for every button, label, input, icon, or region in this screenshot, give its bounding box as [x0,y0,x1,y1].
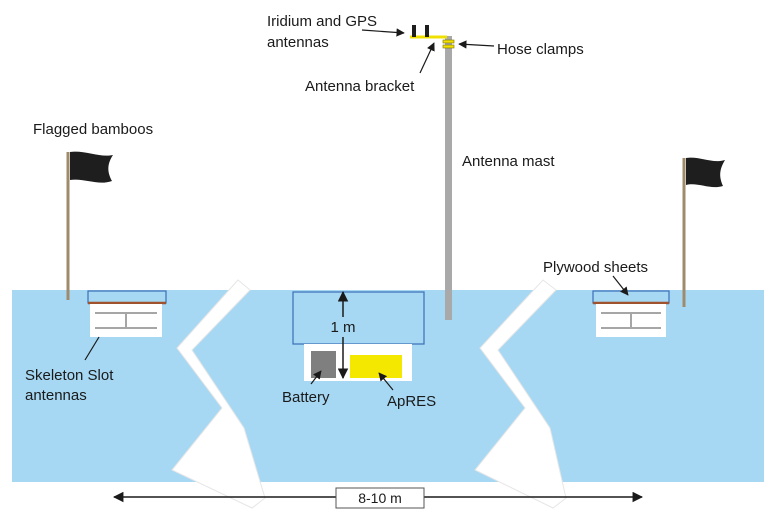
distance-label-box [335,487,425,509]
flag-right [686,157,725,188]
antenna-bracket-label: Antenna bracket [305,78,415,95]
depth-label-bg [326,317,360,337]
depth-label: 1 m [330,319,355,336]
iridium-antenna [412,25,416,37]
antenna-mast-label: Antenna mast [462,153,555,170]
hose-clamps-label: Hose clamps [497,41,584,58]
antenna-mast [445,36,452,320]
skeleton-slot-label-line2: antennas [25,387,87,404]
skeleton-slot-label-line1: Skeleton Slot [25,367,114,384]
antennas-label-line1: Iridium and GPS [267,13,377,30]
plywood-sheet-right-top [592,290,670,304]
flag-left [70,151,113,183]
battery-pointer [310,370,322,385]
battery-block [311,351,336,378]
hose-clamps-pointer [458,40,495,49]
plywood-sheets-label: Plywood sheets [543,259,648,276]
apres-unit [350,355,402,378]
apres-label: ApRES [387,393,436,410]
flagged-bamboos-label: Flagged bamboos [33,121,153,138]
distance-label: 8-10 m [358,490,402,506]
battery-label: Battery [282,389,330,406]
hose-clamp-bottom [442,44,455,49]
apres-pointer [378,372,394,391]
antennas-label-line2: antennas [267,34,329,51]
plywood-sheet-left-top [87,290,167,304]
antenna-bracket-pointer [419,42,435,74]
gps-antenna [425,25,429,37]
crack-right [474,279,567,509]
plywood-pointer [612,275,629,296]
antennas-pointer [361,28,405,37]
hose-clamp-top [442,39,455,44]
crack-left [171,279,266,509]
skeleton-pointer [84,336,100,361]
